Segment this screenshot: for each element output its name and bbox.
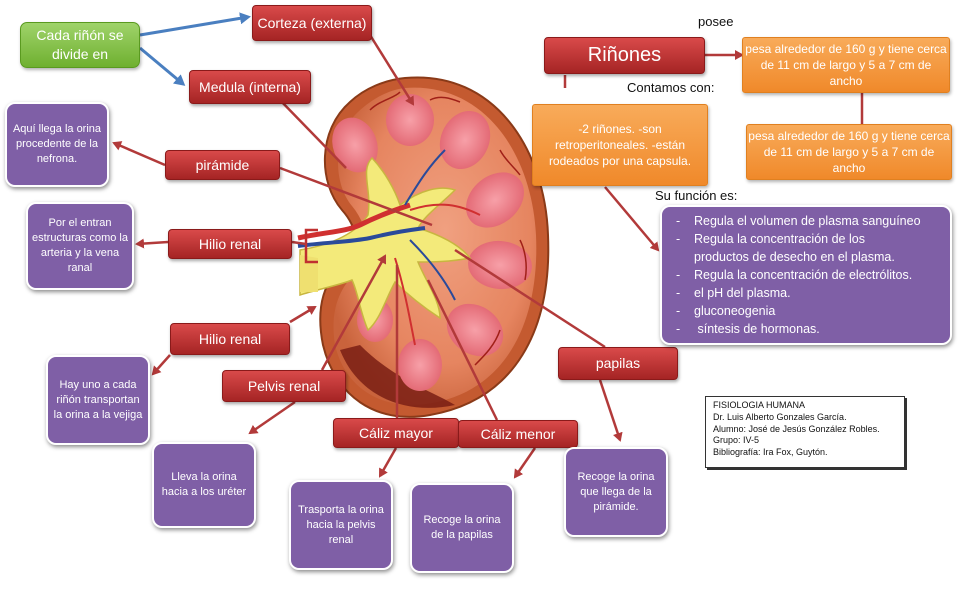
corteza-node: Corteza (externa) bbox=[252, 5, 372, 41]
piramide-text: pirámide bbox=[195, 156, 250, 173]
contamos-text: -2 riñones. -son retroperitoneales. -est… bbox=[548, 122, 692, 168]
kidney-illustration bbox=[297, 76, 550, 418]
cada-rinon-node: Cada riñón se divide en bbox=[20, 22, 140, 68]
cada-rinon-text: Cada riñón se divide en bbox=[36, 27, 124, 62]
funciones-list: Regula el volumen de plasma sanguíneo Re… bbox=[676, 212, 944, 338]
caliz-menor-text: Cáliz menor bbox=[480, 425, 556, 442]
rinones-text: Riñones bbox=[587, 44, 662, 66]
info-alumno: Alumno: José de Jesús González Robles. bbox=[713, 423, 880, 434]
caliz-menor-description-text: Recoge la orina de la papilas bbox=[423, 514, 501, 541]
papilas-description: Recoge la orina que llega de la pirámide… bbox=[564, 447, 668, 537]
funcion-label: Su función es: bbox=[655, 188, 738, 203]
hilio-description-2: Hay uno a cada riñón transportan la orin… bbox=[46, 355, 150, 445]
hilio-description-text-2: Hay uno a cada riñón transportan la orin… bbox=[53, 378, 143, 421]
funcion-item: síntesis de hormonas. bbox=[676, 320, 944, 338]
funciones-box: Regula el volumen de plasma sanguíneo Re… bbox=[660, 205, 952, 345]
hilio-renal-text-1: Hilio renal bbox=[198, 235, 262, 252]
piramide-description: Aquí llega la orina procedente de la nef… bbox=[5, 102, 109, 187]
rinones-node: Riñones bbox=[544, 37, 705, 74]
info-doctor: Dr. Luis Alberto Gonzales García. bbox=[713, 411, 847, 422]
caliz-mayor-description: Trasporta la orina hacia la pelvis renal bbox=[289, 480, 393, 570]
hilio-renal-node-1: Hilio renal bbox=[168, 229, 292, 259]
corteza-text: Corteza (externa) bbox=[257, 14, 367, 31]
info-title: FISIOLOGIA HUMANA bbox=[713, 400, 806, 410]
papilas-text: papilas bbox=[595, 355, 641, 371]
funcion-item: el pH del plasma. bbox=[676, 284, 944, 302]
medula-node: Medula (interna) bbox=[189, 70, 311, 104]
info-grupo: Grupo: IV-5 bbox=[713, 435, 760, 446]
papilas-node: papilas bbox=[558, 347, 678, 380]
pelvis-renal-text: Pelvis renal bbox=[247, 377, 321, 394]
funcion-item: productos de desecho en el plasma. bbox=[694, 250, 895, 264]
pelvis-renal-node: Pelvis renal bbox=[222, 370, 346, 402]
peso-box-2: pesa alrededor de 160 g y tiene cerca de… bbox=[746, 124, 952, 180]
caliz-mayor-text: Cáliz mayor bbox=[359, 424, 433, 441]
funcion-item: Regula la concentración de los bbox=[676, 230, 944, 248]
hilio-renal-text-2: Hilio renal bbox=[198, 330, 262, 347]
hilio-description-1: Por el entran estructuras como la arteri… bbox=[26, 202, 134, 290]
contamos-label: Contamos con: bbox=[627, 80, 715, 95]
medula-text: Medula (interna) bbox=[199, 78, 301, 95]
peso-text-1: pesa alrededor de 160 g y tiene cerca de… bbox=[745, 42, 947, 88]
caliz-menor-description: Recoge la orina de la papilas bbox=[410, 483, 514, 573]
pelvis-description-text: Lleva la orina hacia a los uréter bbox=[161, 471, 247, 498]
funcion-item: gluconeogenia bbox=[676, 302, 944, 320]
caliz-mayor-node: Cáliz mayor bbox=[333, 418, 459, 448]
piramide-node: pirámide bbox=[165, 150, 280, 180]
contamos-box: -2 riñones. -son retroperitoneales. -est… bbox=[532, 104, 708, 186]
peso-box-1: pesa alrededor de 160 g y tiene cerca de… bbox=[742, 37, 950, 93]
caliz-mayor-description-text: Trasporta la orina hacia la pelvis renal bbox=[298, 503, 384, 546]
hilio-bracket bbox=[304, 228, 318, 264]
papilas-description-text: Recoge la orina que llega de la pirámide… bbox=[577, 470, 655, 513]
hilio-description-text-1: Por el entran estructuras como la arteri… bbox=[32, 217, 128, 274]
hilio-renal-node-2: Hilio renal bbox=[170, 323, 290, 355]
info-bibliografia: Bibliografía: Ira Fox, Guytón. bbox=[713, 447, 828, 458]
piramide-description-text: Aquí llega la orina procedente de la nef… bbox=[12, 123, 102, 165]
pelvis-description: Lleva la orina hacia a los uréter bbox=[152, 442, 256, 528]
caliz-menor-node: Cáliz menor bbox=[458, 420, 578, 448]
funcion-item: Regula el volumen de plasma sanguíneo bbox=[676, 212, 944, 230]
peso-text-2: pesa alrededor de 160 g y tiene cerca de… bbox=[748, 129, 950, 175]
funcion-item: Regula la concentración de electrólitos. bbox=[676, 266, 944, 284]
info-box: FISIOLOGIA HUMANA Dr. Luis Alberto Gonza… bbox=[705, 396, 905, 468]
posee-label: posee bbox=[698, 14, 734, 29]
